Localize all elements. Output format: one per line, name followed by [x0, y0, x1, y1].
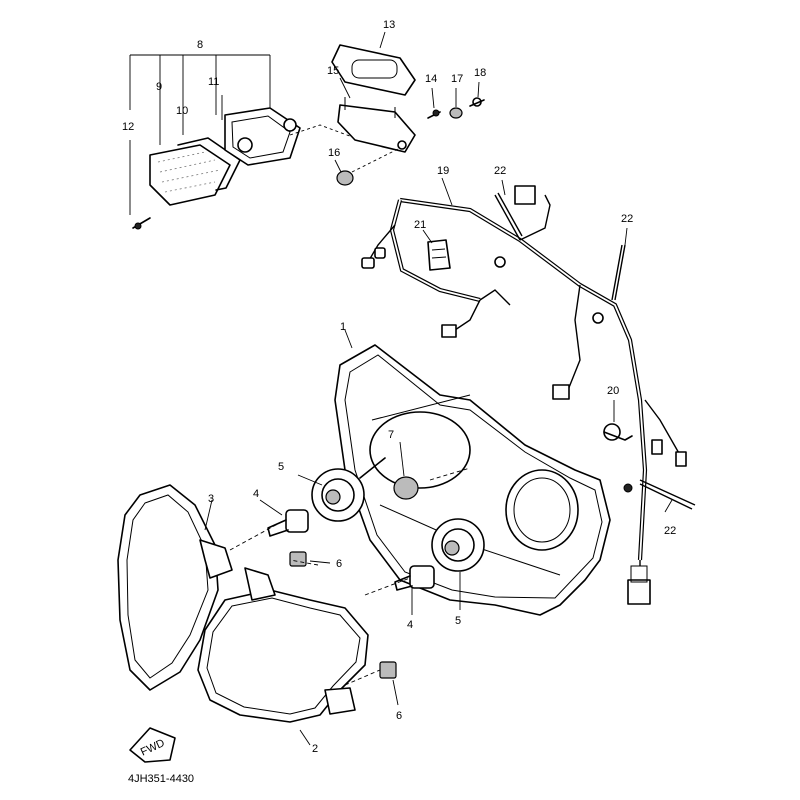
figure-code: 4JH351-4430 — [128, 773, 194, 785]
callout-16: 16 — [328, 147, 340, 159]
callout-8: 8 — [197, 39, 203, 51]
callout-18: 18 — [474, 67, 486, 79]
callout-14: 14 — [425, 73, 437, 85]
socket-part-5-b — [431, 518, 485, 610]
callout-2: 2 — [312, 743, 318, 755]
fwd-arrow-icon: FWD — [129, 727, 176, 763]
wire-harness-part-19 — [361, 177, 696, 605]
grommet-part-16 — [336, 170, 354, 186]
callout-19: 19 — [437, 165, 449, 177]
callout-13: 13 — [383, 19, 395, 31]
callout-11: 11 — [208, 76, 219, 88]
callout-21: 21 — [414, 219, 426, 231]
callout-15: 15 — [327, 65, 339, 77]
callout-22-c: 22 — [664, 525, 676, 537]
callout-1: 1 — [340, 321, 346, 333]
callout-6-a: 6 — [336, 558, 342, 570]
cover-part-13 — [331, 44, 416, 96]
callout-6-b: 6 — [396, 710, 402, 722]
holder-part-21 — [422, 229, 451, 271]
callout-4-b: 4 — [407, 619, 413, 631]
bulb-part-4-b — [394, 565, 435, 615]
headlight-housing-part-1 — [334, 329, 611, 616]
callout-17: 17 — [451, 73, 463, 85]
lens-part-9 — [149, 144, 231, 206]
callout-12: 12 — [122, 121, 134, 133]
clamp-part-20 — [603, 400, 633, 441]
callout-3: 3 — [208, 493, 214, 505]
wire-part-22-b — [614, 244, 626, 301]
lens-unit-part-2 — [197, 567, 369, 746]
callout-7: 7 — [388, 429, 394, 441]
callout-22-a: 22 — [494, 165, 506, 177]
callout-9: 9 — [156, 81, 162, 93]
socket-part-5-a — [297, 457, 386, 522]
callout-4-a: 4 — [253, 488, 259, 500]
cap-part-7 — [393, 441, 419, 500]
callout-5-a: 5 — [278, 461, 284, 473]
bulb-part-4-a — [259, 499, 309, 537]
callout-22-b: 22 — [621, 213, 633, 225]
callout-5-b: 5 — [455, 615, 461, 627]
socket-part-6-b — [379, 661, 399, 706]
callout-20: 20 — [607, 385, 619, 397]
callout-labels: 8 9 10 11 12 13 14 15 16 17 18 19 22 22 … — [122, 19, 676, 755]
lens-unit-part-3 — [117, 484, 233, 691]
wire-part-22-c — [639, 479, 696, 506]
wire-part-22-a — [494, 194, 521, 241]
position-lamp-assembly — [129, 31, 485, 230]
callout-10: 10 — [176, 105, 188, 117]
